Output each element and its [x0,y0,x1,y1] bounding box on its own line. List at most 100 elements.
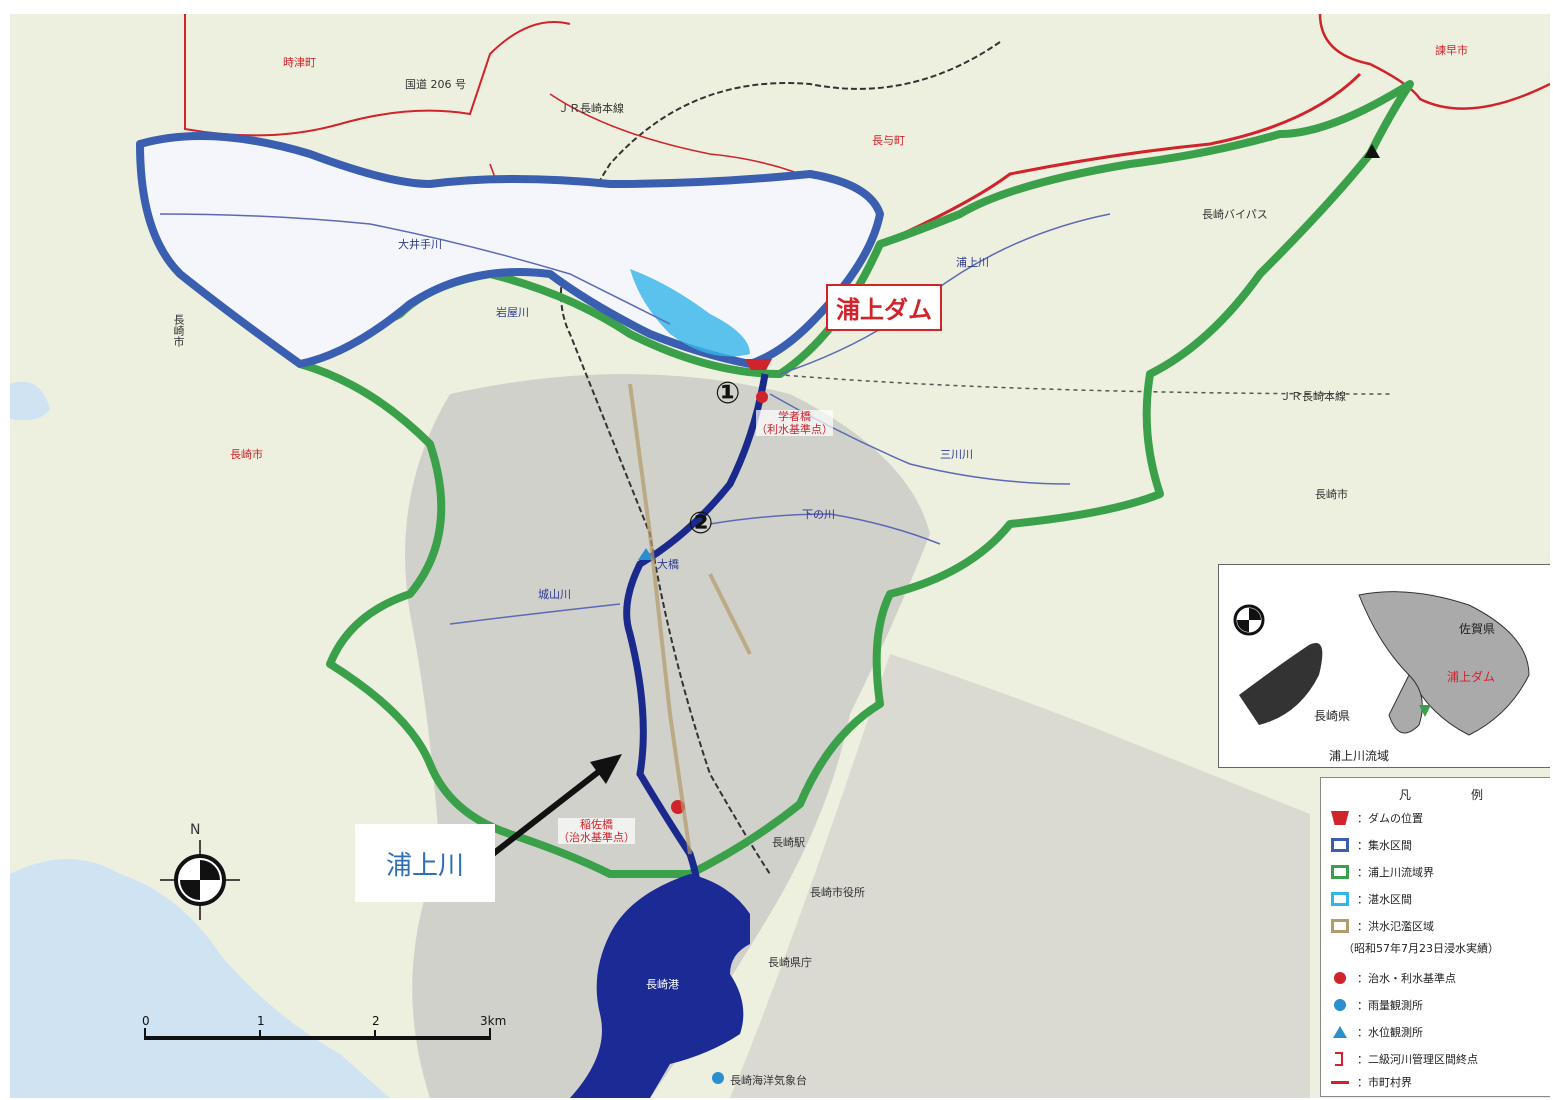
label-mikawagawa: 三川川 [940,448,973,461]
legend-text: ：ダムの位置 [1357,812,1423,825]
water-level-station [638,548,654,560]
compass: N [160,822,240,922]
legend-item-rain-gauge: ：雨量観測所 [1331,995,1423,1015]
reservoir-symbol-icon [1331,892,1349,906]
urakami-river [623,373,769,915]
compass-rose-icon [160,840,240,920]
legend-text: ：市町村界 [1357,1076,1412,1089]
urban-area [405,374,930,1098]
legend-text: ：集水区間 [1357,839,1412,852]
summit-marker [1364,144,1380,158]
dam-callout: 浦上ダム [826,284,942,331]
legend-item-water-level: ：水位観測所 [1331,1022,1423,1042]
reservoir [630,269,750,357]
legend-item-catchment: ：集水区間 [1331,835,1412,855]
catchment-area [136,132,884,368]
catchment-symbol-icon [1331,838,1349,852]
label-oidegawa: 大井手川 [398,238,442,251]
legend-item-municipal: ：市町村界 [1331,1072,1412,1092]
tributary-shimono [709,513,941,545]
inset-label-basin: 浦上川流域 [1329,749,1390,763]
legend-text: ：浦上川流域界 [1357,866,1434,879]
legend: 凡 例 ：ダムの位置 ：集水区間 ：浦上川流域界 ：湛水区間 ：洪水氾濫区域 （… [1320,777,1550,1097]
scale-label: 0 [142,1014,150,1028]
river-arrow-head [590,754,622,784]
label-nagasaki-city-vertical: 長崎市 [172,314,185,347]
point-2-marker: ② [688,506,714,541]
sea-area-left [10,381,50,421]
legend-item-flood: ：洪水氾濫区域 [1331,916,1434,936]
urban-area-east [730,654,1310,1098]
compass-north-label: N [190,822,201,838]
management-end-symbol-icon [1335,1052,1343,1066]
legend-text: ：湛水区間 [1357,893,1412,906]
legend-item-basin: ：浦上川流域界 [1331,862,1434,882]
railway-east [769,373,1391,395]
label-nagasaki-city-left: 長崎市 [230,448,263,461]
legend-item-reference-point: ：治水・利水基準点 [1331,968,1456,988]
rain-gauge-station [712,1072,724,1084]
dam-symbol-icon [1331,811,1349,825]
label-nagasaki-bypass: 長崎バイパス [1202,208,1268,221]
legend-item-flood-note: （昭和57年7月23日浸水実績） [1343,938,1499,958]
scale-label: 2 [372,1014,380,1028]
label-iwayagawa: 岩屋川 [496,306,529,319]
scale-bar: 0 1 2 3km [140,1014,506,1048]
label-urakami-upper: 浦上川 [956,256,989,269]
river-arrow-line [478,763,608,867]
municipal-boundary-2 [1318,14,1550,110]
inset-map-canvas [1233,591,1530,736]
legend-item-dam: ：ダムの位置 [1331,808,1423,828]
flood-area [628,383,752,855]
legend-text: ：水位観測所 [1357,1026,1423,1039]
inset-map: 佐賀県 長崎県 浦上ダム 浦上川流域 [1218,564,1550,768]
label-pref-office: 長崎県庁 [768,956,812,969]
flood-symbol-icon [1331,919,1349,933]
label-jr-main-top: ＪＲ長崎本線 [558,102,624,115]
port-area [570,874,750,1098]
rain-gauge-symbol-icon [1334,999,1346,1011]
label-observatory: 長崎海洋気象台 [730,1074,807,1087]
water-level-symbol-icon [1333,1026,1347,1038]
label-nagasaki-city-right: 長崎市 [1315,488,1348,501]
map-canvas[interactable] [10,14,1550,1098]
label-jr-main-right: ＪＲ長崎本線 [1280,390,1346,403]
dam-marker [745,359,772,370]
label-city-office: 長崎市役所 [810,886,865,899]
legend-text: ：雨量観測所 [1357,999,1423,1012]
tributary-oide [159,213,671,325]
legend-text: ：治水・利水基準点 [1357,972,1456,985]
reference-point-symbol-icon [1334,972,1346,984]
reference-point-upper [756,391,768,403]
tributary-shiroyama [449,603,621,625]
label-shimonokawa: 下の川 [802,508,835,521]
label-nagasaki-port: 長崎港 [646,978,679,991]
label-nagayo: 長与町 [872,134,905,147]
point-1-marker: ① [715,376,741,411]
reference-point-lower-label: 稲佐橋 （治水基準点） [558,818,635,844]
legend-item-management-end: ：二級河川管理区間終点 [1331,1049,1478,1069]
inset-label-saga: 佐賀県 [1459,622,1496,636]
railway-line [560,41,1001,875]
basin-boundary [296,80,1414,878]
map-frame[interactable]: 時津町 国道 206 号 ＪＲ長崎本線 長与町 諫早市 長崎バイパス 大井手川 … [10,14,1550,1098]
label-ohashi: 大橋 [657,558,679,571]
legend-title-left: 凡 [1399,788,1412,802]
label-isahaya: 諫早市 [1435,44,1468,57]
scale-bar-line [144,1028,491,1040]
legend-text: ：洪水氾濫区域 [1357,920,1434,933]
legend-text: ：二級河川管理区間終点 [1357,1053,1478,1066]
label-route206: 国道 206 号 [405,78,466,91]
label-togitsu: 時津町 [283,56,316,69]
municipal-boundary [184,14,571,137]
scale-label: 1 [257,1014,265,1028]
label-shiroyamagawa: 城山川 [538,588,571,601]
label-nagasaki-station: 長崎駅 [772,836,805,849]
reference-point-upper-label: 学者橋 （利水基準点） [756,410,833,436]
inset-label-dam: 浦上ダム [1447,670,1496,684]
legend-text: （昭和57年7月23日浸水実績） [1343,942,1499,955]
municipal-symbol-icon [1331,1080,1349,1084]
municipal-boundary-3 [879,72,1362,246]
basin-symbol-icon [1331,865,1349,879]
legend-item-reservoir: ：湛水区間 [1331,889,1412,909]
